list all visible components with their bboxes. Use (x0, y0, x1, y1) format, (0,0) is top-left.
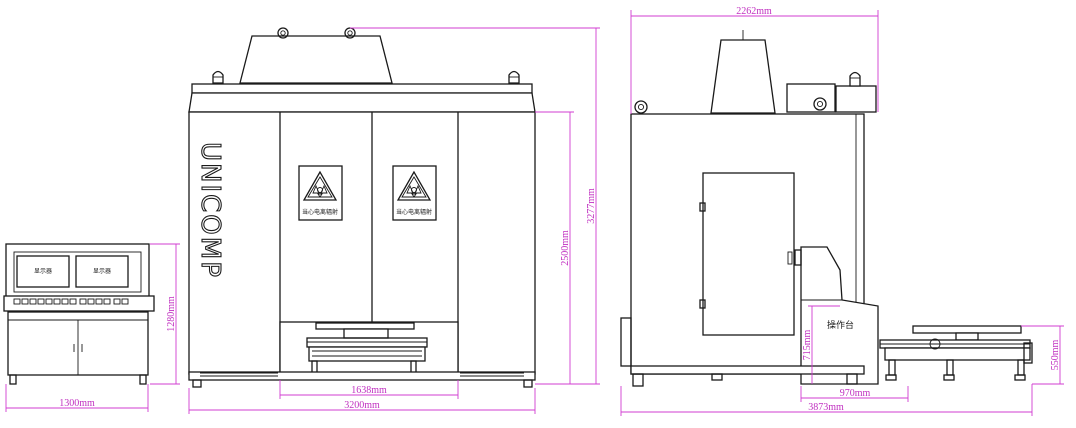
dim-cabinet-height: 2500mm (560, 230, 571, 266)
loading-table-front (306, 322, 428, 380)
console-desk (3, 295, 155, 312)
operator-console-side (800, 246, 879, 385)
dim-table-height: 550mm (1050, 340, 1061, 371)
dim-side-top-width: 2262mm (736, 6, 772, 17)
svg-text:当心电离辐射: 当心电离辐射 (302, 208, 338, 216)
radiation-warning-sign-left: 当心电离辐射 (298, 165, 343, 221)
dim-side-total-width: 3873mm (808, 402, 844, 413)
console-monitor-left (16, 255, 70, 288)
monitor-left-label: 显示器 (34, 268, 52, 275)
dimension-lines: 1300mm 1280mm 3200mm 1638mm 2500mm 3277m… (5, 6, 1064, 416)
console-front-view: 显示器 显示器 (3, 243, 155, 385)
operator-console-label: 操作台 (827, 319, 854, 331)
dim-front-width: 3200mm (344, 400, 380, 411)
radiation-warning-sign-right: 当心电离辐射 (392, 165, 437, 221)
side-electronics-box (786, 83, 836, 113)
console-monitor-right (75, 255, 129, 288)
dim-total-height: 3277mm (586, 188, 597, 224)
side-warning-lamp (849, 71, 861, 87)
dim-operator-height: 715mm (802, 330, 813, 361)
brand-logo-text: UNICOMP (195, 142, 225, 279)
dim-door-opening: 1638mm (351, 385, 387, 396)
side-tube-hood (710, 39, 776, 114)
loading-table-side (879, 325, 1033, 381)
monitor-right-label: 显示器 (93, 268, 111, 275)
service-door (702, 172, 795, 336)
svg-text:当心电离辐射: 当心电离辐射 (396, 208, 432, 216)
dim-operator-depth: 970mm (840, 388, 871, 399)
dim-console-height: 1280mm (166, 296, 177, 332)
inspection-system-front-view: UNICOMP 当心电离辐射 当心电离辐射 (188, 27, 536, 388)
dim-console-width: 1300mm (59, 398, 95, 409)
x-ray-tube-hood (239, 35, 393, 84)
inspection-system-side-view: 操作台 (620, 30, 1033, 387)
